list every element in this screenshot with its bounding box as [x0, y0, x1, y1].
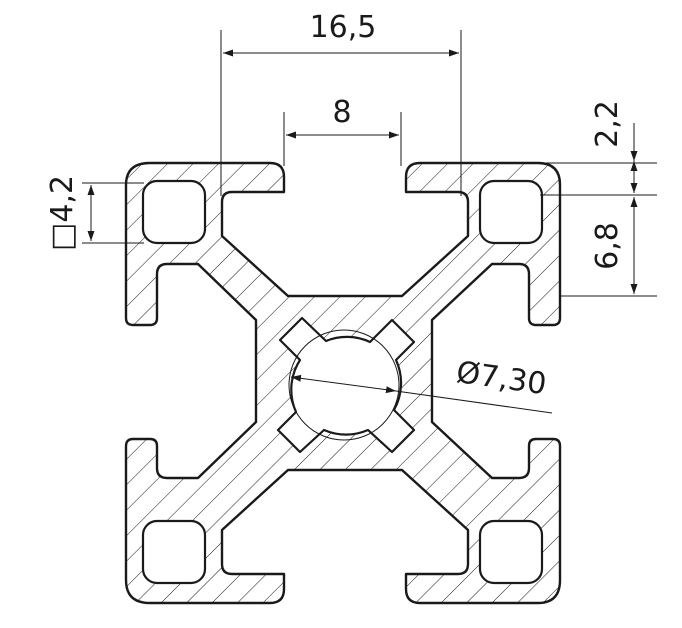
center-bore-circle	[288, 329, 400, 441]
corner-hole-top-right	[478, 179, 544, 245]
dimension-label-slot-opening: 8	[332, 95, 351, 130]
dimension-label-corner-hole: □4,2	[45, 175, 80, 251]
center-bore	[276, 316, 416, 454]
dimension-label-lip-thickness: 2,2	[590, 100, 625, 148]
corner-hole-top-left	[141, 179, 207, 245]
corner-hole-bottom-left	[141, 519, 207, 585]
dimension-groove-depth: 6,8	[560, 197, 657, 297]
dimension-lip-thickness: 2,2	[538, 100, 657, 196]
dimension-label-overall-slot-width: 16,5	[310, 10, 377, 45]
dimension-corner-hole: □4,2	[45, 175, 144, 251]
dimension-label-groove-depth: 6,8	[590, 222, 625, 270]
corner-hole-bottom-right	[478, 519, 544, 585]
dimension-slot-opening: 8	[283, 95, 402, 166]
dimension-overall-slot-width: 16,5	[220, 10, 462, 196]
dimension-label-center-bore: Ø7,30	[454, 355, 548, 402]
